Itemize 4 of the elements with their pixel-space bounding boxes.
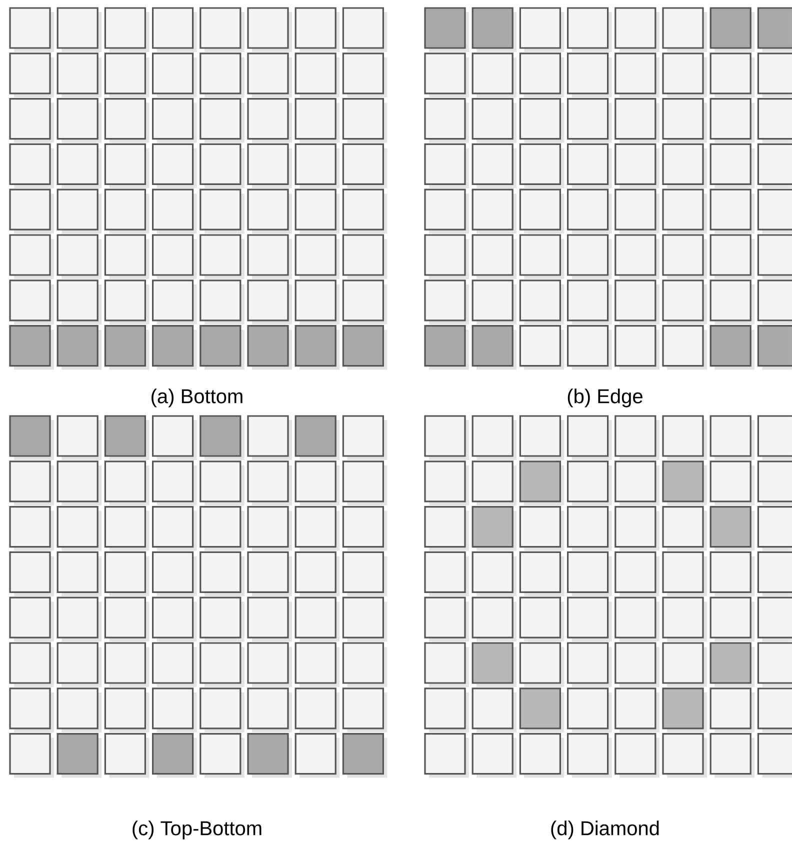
caption: (d) Diamond [551, 820, 659, 840]
caption: (c) Top-Bottom [132, 820, 262, 840]
caption: (a) Bottom [152, 388, 242, 408]
caption: (b) Edge [568, 388, 642, 408]
